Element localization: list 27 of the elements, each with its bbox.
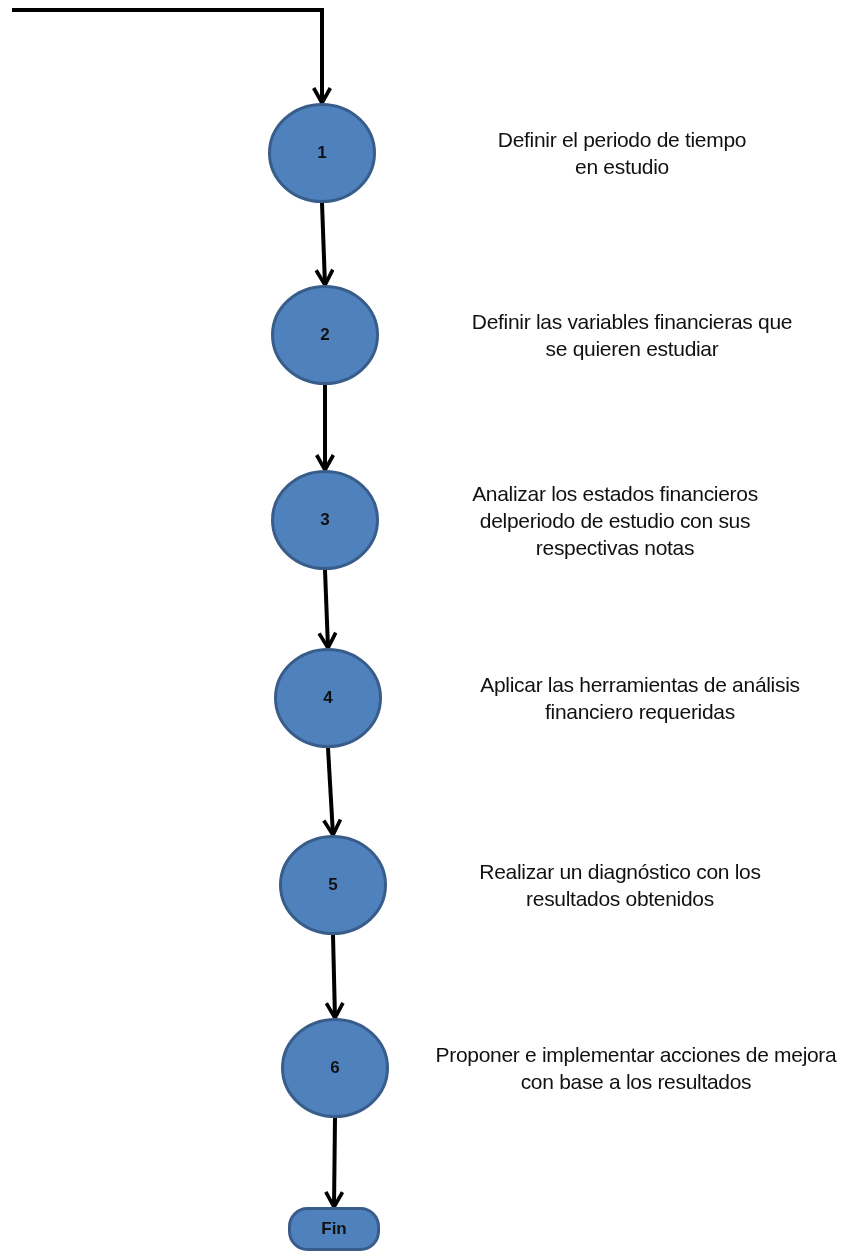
arrow [324,934,345,1020]
arrow [317,569,338,650]
step-number: 4 [323,688,333,708]
arrow [12,8,333,105]
arrow [324,1117,345,1209]
arrow [314,385,336,472]
end-terminator [288,1207,380,1251]
end-label: Fin [321,1219,347,1239]
step-circle [268,103,376,203]
step-circle [281,1018,389,1118]
step-number: 5 [328,875,338,895]
step-number: 6 [330,1058,340,1078]
step-circle [274,648,382,748]
step-circle [279,835,387,935]
step-number: 1 [317,143,327,163]
step-circle [271,285,379,385]
step-number: 3 [320,510,330,530]
arrow [314,202,335,287]
step-circle [271,470,379,570]
step-description: Analizar los estados financieros delperiodo de estudio con sus respectivas notas [471,480,759,561]
step-number: 2 [320,325,330,345]
arrow [322,747,343,837]
step-description: Aplicar las herramientas de análisis financiero requeridas [479,672,801,725]
step-description: Proponer e implementar acciones de mejora con base a los resultados [434,1042,838,1095]
step-description: Definir las variables financieras que se quieren estudiar [470,309,794,362]
step-description: Definir el periodo de tiempo en estudio [497,127,747,180]
step-description: Realizar un diagnóstico con los resultados obtenidos [478,859,762,912]
